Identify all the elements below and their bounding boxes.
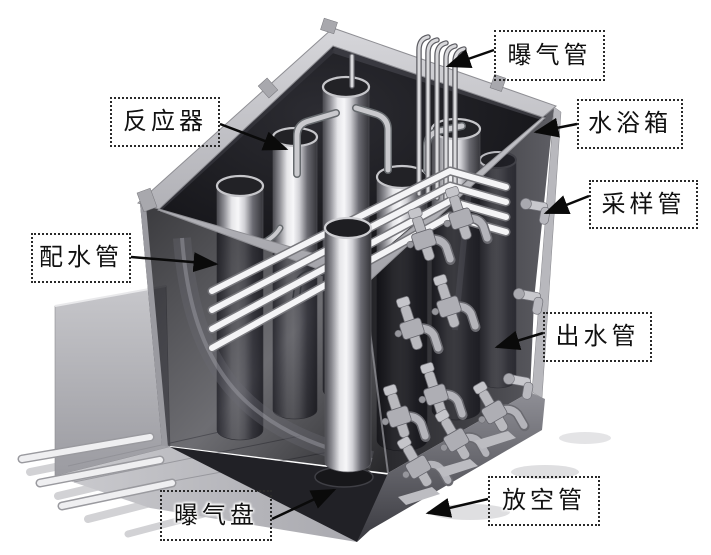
label-sampling-pipe: 采样管: [589, 180, 698, 229]
arrow-water-distribution-pipe: [130, 252, 219, 273]
arrow-vent-pipe: [425, 497, 489, 518]
arrow-aeration-pipe: [445, 48, 495, 69]
label-water-bath-tank: 水浴箱: [577, 99, 683, 149]
arrow-reactor: [219, 122, 289, 151]
label-outlet-pipe: 出水管: [543, 312, 652, 362]
label-aeration-pipe: 曝气管: [494, 30, 605, 81]
drain-valves: [386, 374, 524, 505]
label-reactor: 反应器: [110, 97, 220, 147]
external-distribution-pipes: [17, 432, 177, 511]
arrow-aeration-disc: [271, 488, 337, 521]
label-aeration-disc: 曝气盘: [160, 490, 272, 541]
label-water-distribution-pipe: 配水管: [31, 233, 131, 283]
arrow-sampling-pipe: [543, 194, 590, 215]
label-vent-pipe: 放空管: [488, 476, 600, 526]
label-arrows: [130, 48, 590, 521]
arrow-outlet-pipe: [494, 330, 544, 351]
front-reactor: [314, 216, 374, 488]
arrow-water-bath-tank: [533, 117, 578, 138]
